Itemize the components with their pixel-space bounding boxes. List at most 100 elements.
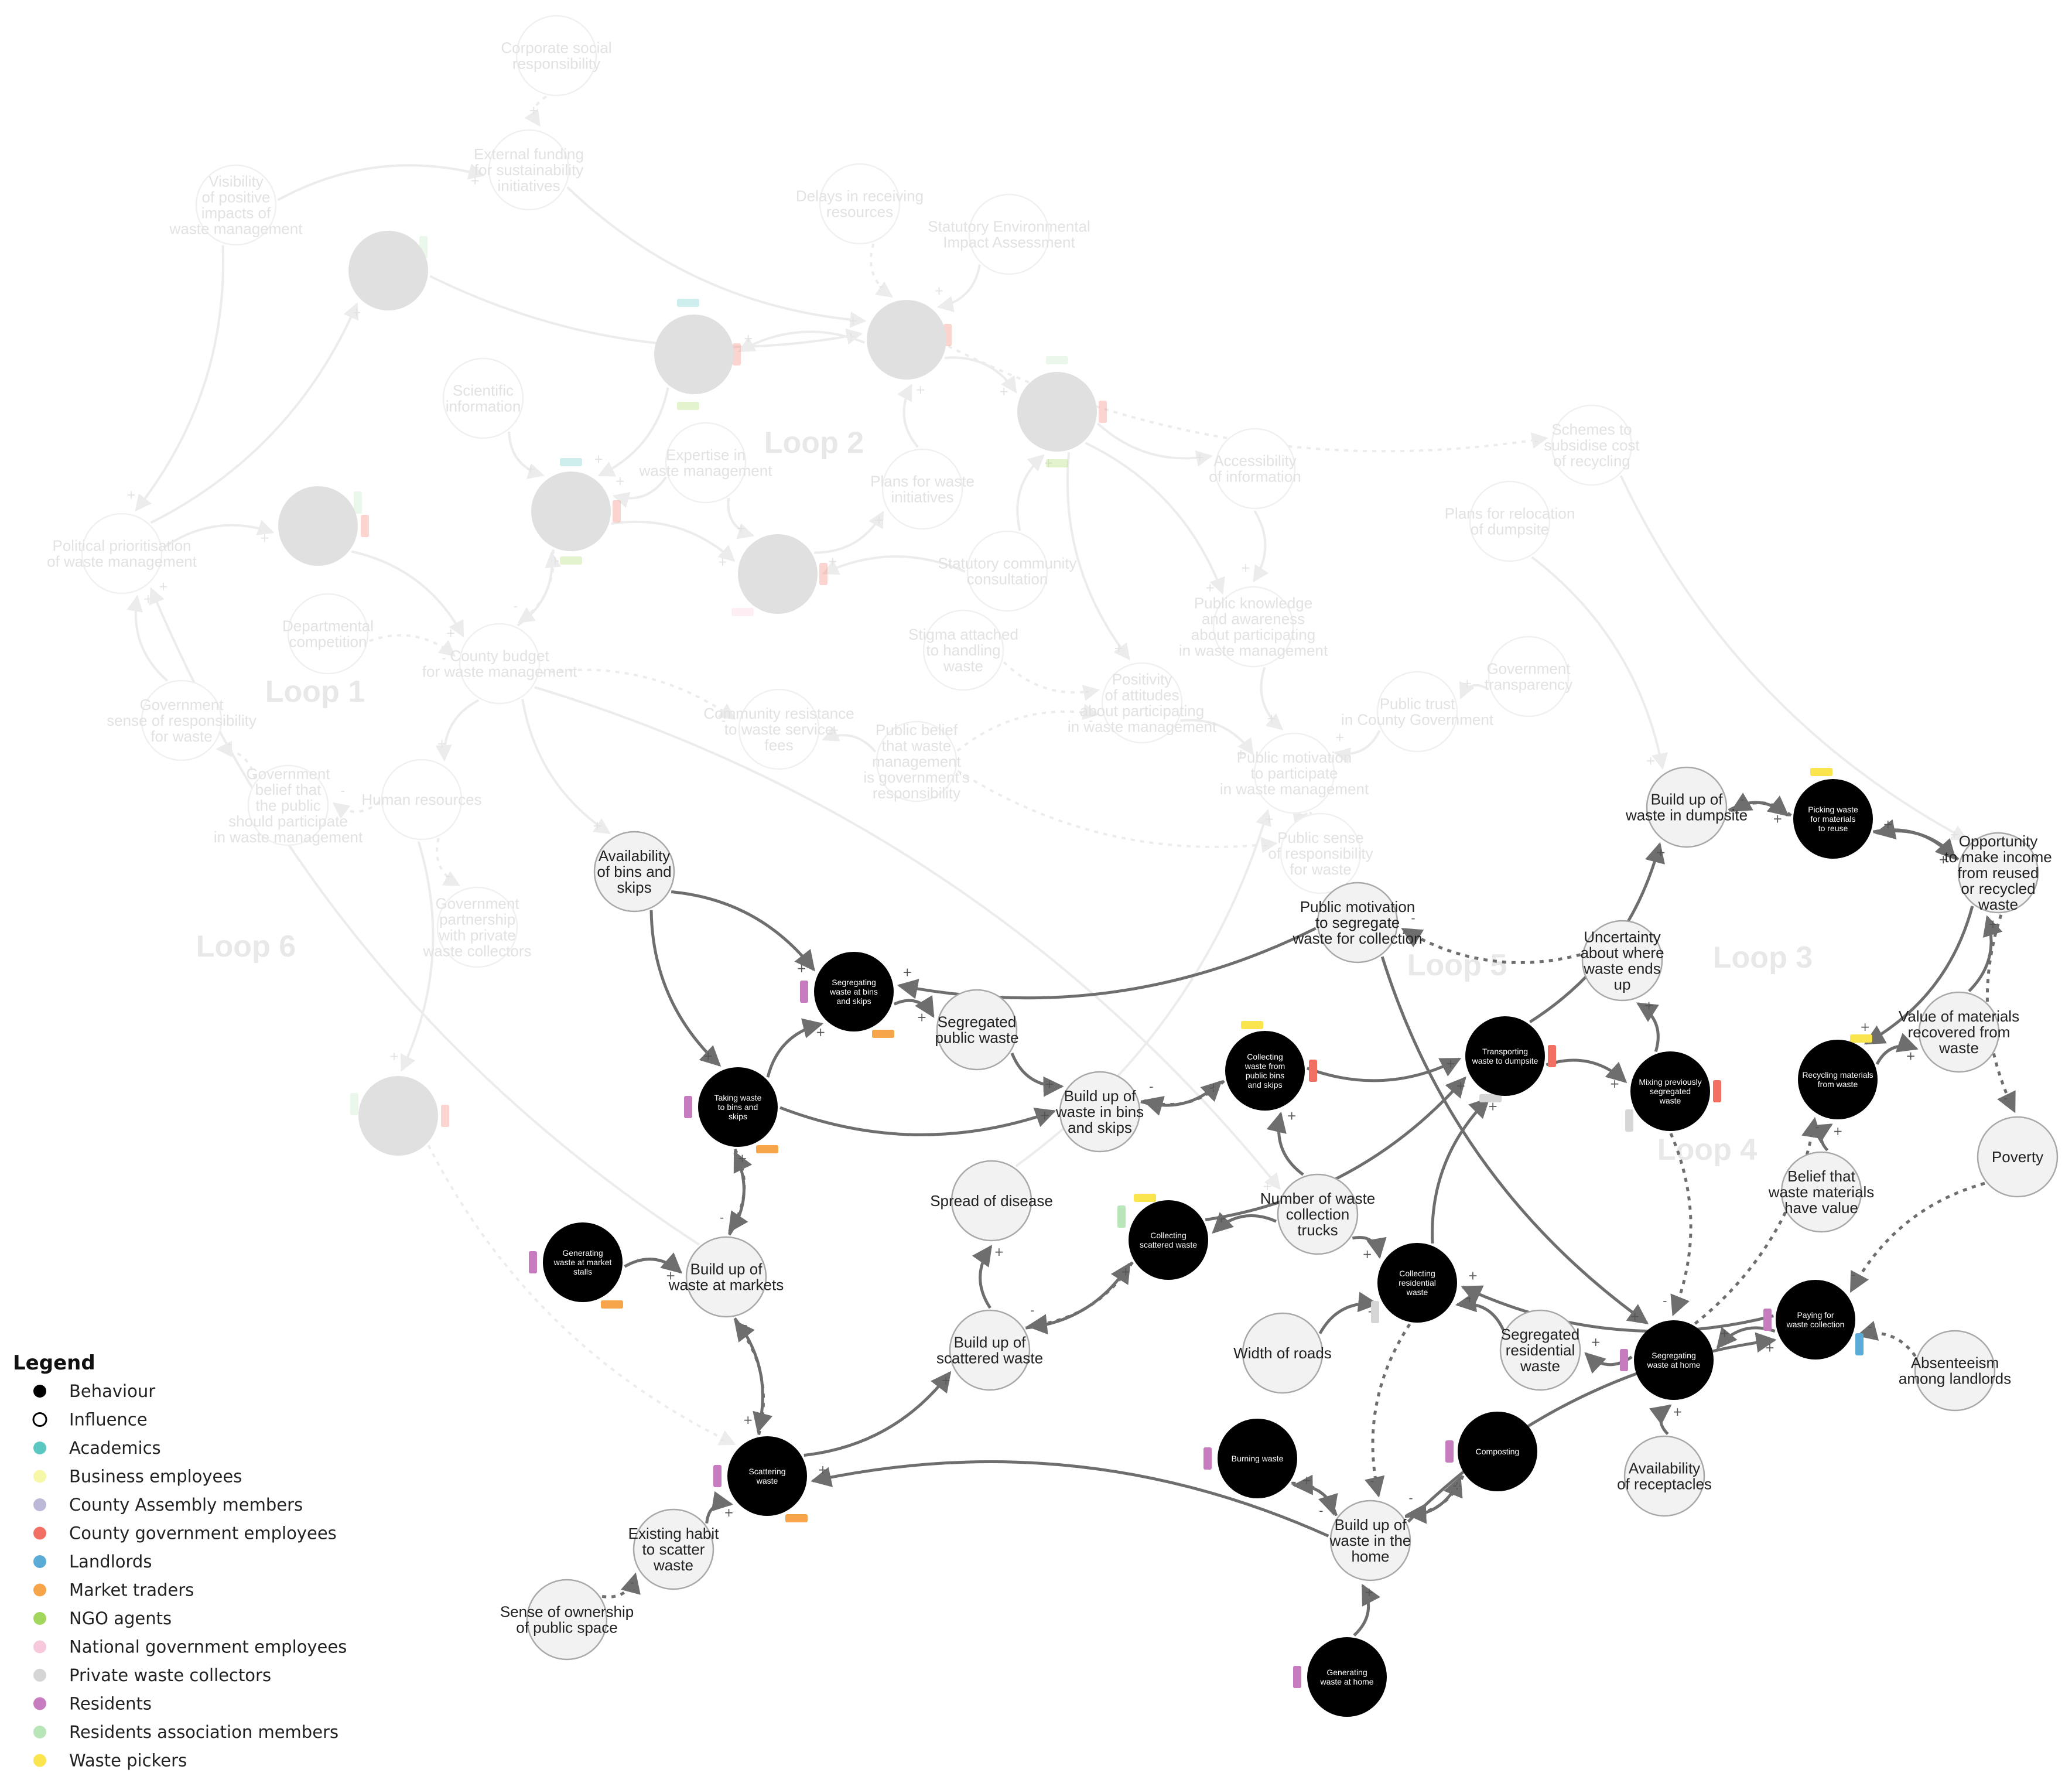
loop-label-loop6: Loop 6 <box>196 930 296 964</box>
actor-tab <box>1620 1349 1628 1371</box>
edge-pubbelief-posatt <box>956 703 1100 752</box>
edge-taking-segbins <box>766 1018 824 1078</box>
influence-node-circle <box>195 164 277 246</box>
node-burning: Burning waste <box>1218 1419 1297 1498</box>
behaviour-node-circle <box>1218 1419 1297 1498</box>
edge-pubbelief-pubsense <box>957 770 1278 853</box>
influence-node-circle <box>1499 1309 1581 1391</box>
legend-label: Waste pickers <box>69 1751 187 1771</box>
legend-swatch <box>33 1697 46 1710</box>
actor-tab <box>601 1300 623 1309</box>
behaviour-node-circle <box>1377 1243 1457 1323</box>
node-gb2 <box>654 315 734 394</box>
actor-tab <box>684 1096 692 1118</box>
edge-numtrucks-collres <box>1352 1236 1387 1259</box>
edge-sign: + <box>1833 1124 1843 1138</box>
node-gb7 <box>738 534 818 614</box>
edge-segres-collres <box>1455 1292 1505 1331</box>
edge-sign: + <box>999 384 1009 398</box>
legend-label: Residents <box>69 1694 152 1714</box>
edge-sign: + <box>796 961 806 975</box>
legend-label: County Assembly members <box>69 1495 303 1515</box>
edge-sign: + <box>1114 641 1124 655</box>
edge-sign: + <box>724 1505 734 1519</box>
edge-sign: + <box>1719 1326 1729 1340</box>
edge-sign: + <box>1488 1099 1498 1113</box>
edge-plans-gb3 <box>897 384 919 448</box>
node-gb1 <box>348 231 428 310</box>
edge-sign: + <box>529 103 539 117</box>
node-gb8 <box>358 1076 438 1156</box>
edge-sign: + <box>1906 1048 1916 1063</box>
actor-tab <box>1241 1021 1263 1029</box>
influence-node-circle <box>1977 1116 2059 1198</box>
edge-sign: - <box>1263 838 1267 852</box>
edge-sign: + <box>703 1049 713 1063</box>
edge-sign: + <box>351 305 361 319</box>
edge-gb1-gb3 <box>429 275 863 349</box>
influence-node-circle <box>949 1309 1031 1391</box>
edge-sign: - <box>1030 1303 1034 1317</box>
edge-sign: + <box>816 1025 826 1039</box>
influence-node-circle <box>1646 766 1728 848</box>
influence-node-circle <box>1212 586 1294 668</box>
behaviour-node-circle <box>1465 1016 1545 1096</box>
behaviour-node-circle <box>1634 1320 1714 1400</box>
behaviour-node-circle <box>654 315 734 394</box>
edge-govresp-polprio <box>126 595 169 682</box>
legend-swatch <box>33 1385 46 1398</box>
edge-sign: + <box>1456 1078 1466 1092</box>
behaviour-node-circle <box>727 1436 807 1516</box>
actor-tab <box>1099 401 1107 423</box>
influence-node-circle <box>881 448 963 530</box>
influence-node-circle <box>1059 1071 1141 1153</box>
node-label: Width of roads <box>1233 1344 1332 1362</box>
influence-node-circle <box>966 530 1048 612</box>
edge-gb7-plans <box>814 511 884 554</box>
edge-sign: + <box>260 531 270 545</box>
edge-budhome-paying <box>1407 1332 1777 1523</box>
edge-absent-paying <box>1856 1321 1917 1357</box>
influence-node-circle <box>1780 1151 1862 1233</box>
edge-sign: + <box>848 313 858 327</box>
edge-beliefval-recyc <box>1810 1123 1833 1152</box>
edge-recyc-valmat <box>1875 1033 1919 1065</box>
edge-numtrucks-collscat <box>1212 1212 1277 1234</box>
actor-tab <box>1625 1109 1633 1132</box>
edge-pubmotseg-seghome <box>1380 956 1649 1324</box>
node-gb4 <box>1017 372 1097 452</box>
edge-collres-transp <box>1431 1097 1490 1244</box>
node-label: Human resources <box>361 791 481 808</box>
edge-uncert-pubmotseg <box>1401 927 1581 964</box>
edge-paying-collres <box>1461 1285 1774 1333</box>
influence-node-circle <box>1918 991 2000 1073</box>
node-label: Composting <box>1476 1447 1520 1456</box>
influence-node-circle <box>1329 1500 1411 1582</box>
node-roads: Width of roads <box>1233 1312 1332 1394</box>
influence-node-circle <box>459 623 541 705</box>
edge-sign: + <box>666 1268 676 1282</box>
influence-node-circle <box>593 831 675 913</box>
edge-budscat-spread <box>972 1245 993 1309</box>
edge-budmark-taking <box>727 1150 753 1236</box>
